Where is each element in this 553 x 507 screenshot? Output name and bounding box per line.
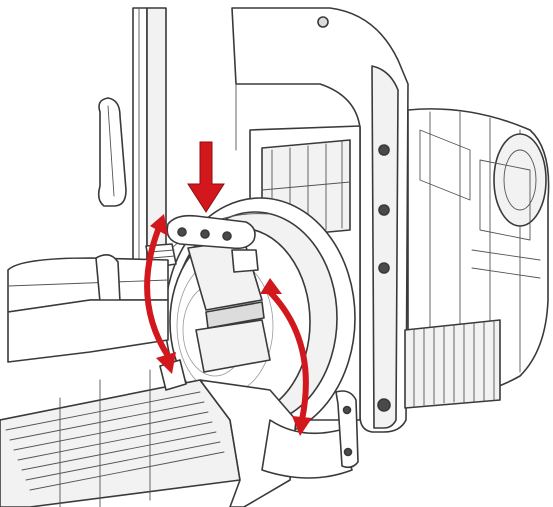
push-arrow-icon bbox=[187, 141, 225, 213]
yoke-left-arm bbox=[132, 7, 167, 263]
rim-screw bbox=[342, 405, 352, 415]
rotate-arrow-left-icon bbox=[144, 214, 176, 374]
yoke-bolt-hole bbox=[378, 144, 390, 156]
yoke-bolt-hole bbox=[377, 398, 391, 412]
yoke-bolt-hole bbox=[378, 204, 390, 216]
clamp-screw bbox=[177, 227, 187, 237]
lens-rim-front bbox=[261, 390, 359, 479]
yoke-top-plate bbox=[231, 7, 409, 433]
yoke-bolt-hole bbox=[378, 262, 390, 274]
shutter-ring-assembly bbox=[164, 197, 356, 439]
rotate-arrow-right-icon bbox=[260, 278, 312, 436]
yoke-bolt-hole bbox=[317, 16, 329, 28]
rim-screw bbox=[343, 447, 353, 457]
heatsink-fins bbox=[404, 319, 501, 409]
clamp-screw bbox=[222, 231, 232, 241]
clamp-screw bbox=[200, 229, 210, 239]
front-barrel bbox=[0, 254, 297, 507]
top-lock-clamp bbox=[145, 214, 259, 273]
lock-handle bbox=[97, 97, 127, 207]
